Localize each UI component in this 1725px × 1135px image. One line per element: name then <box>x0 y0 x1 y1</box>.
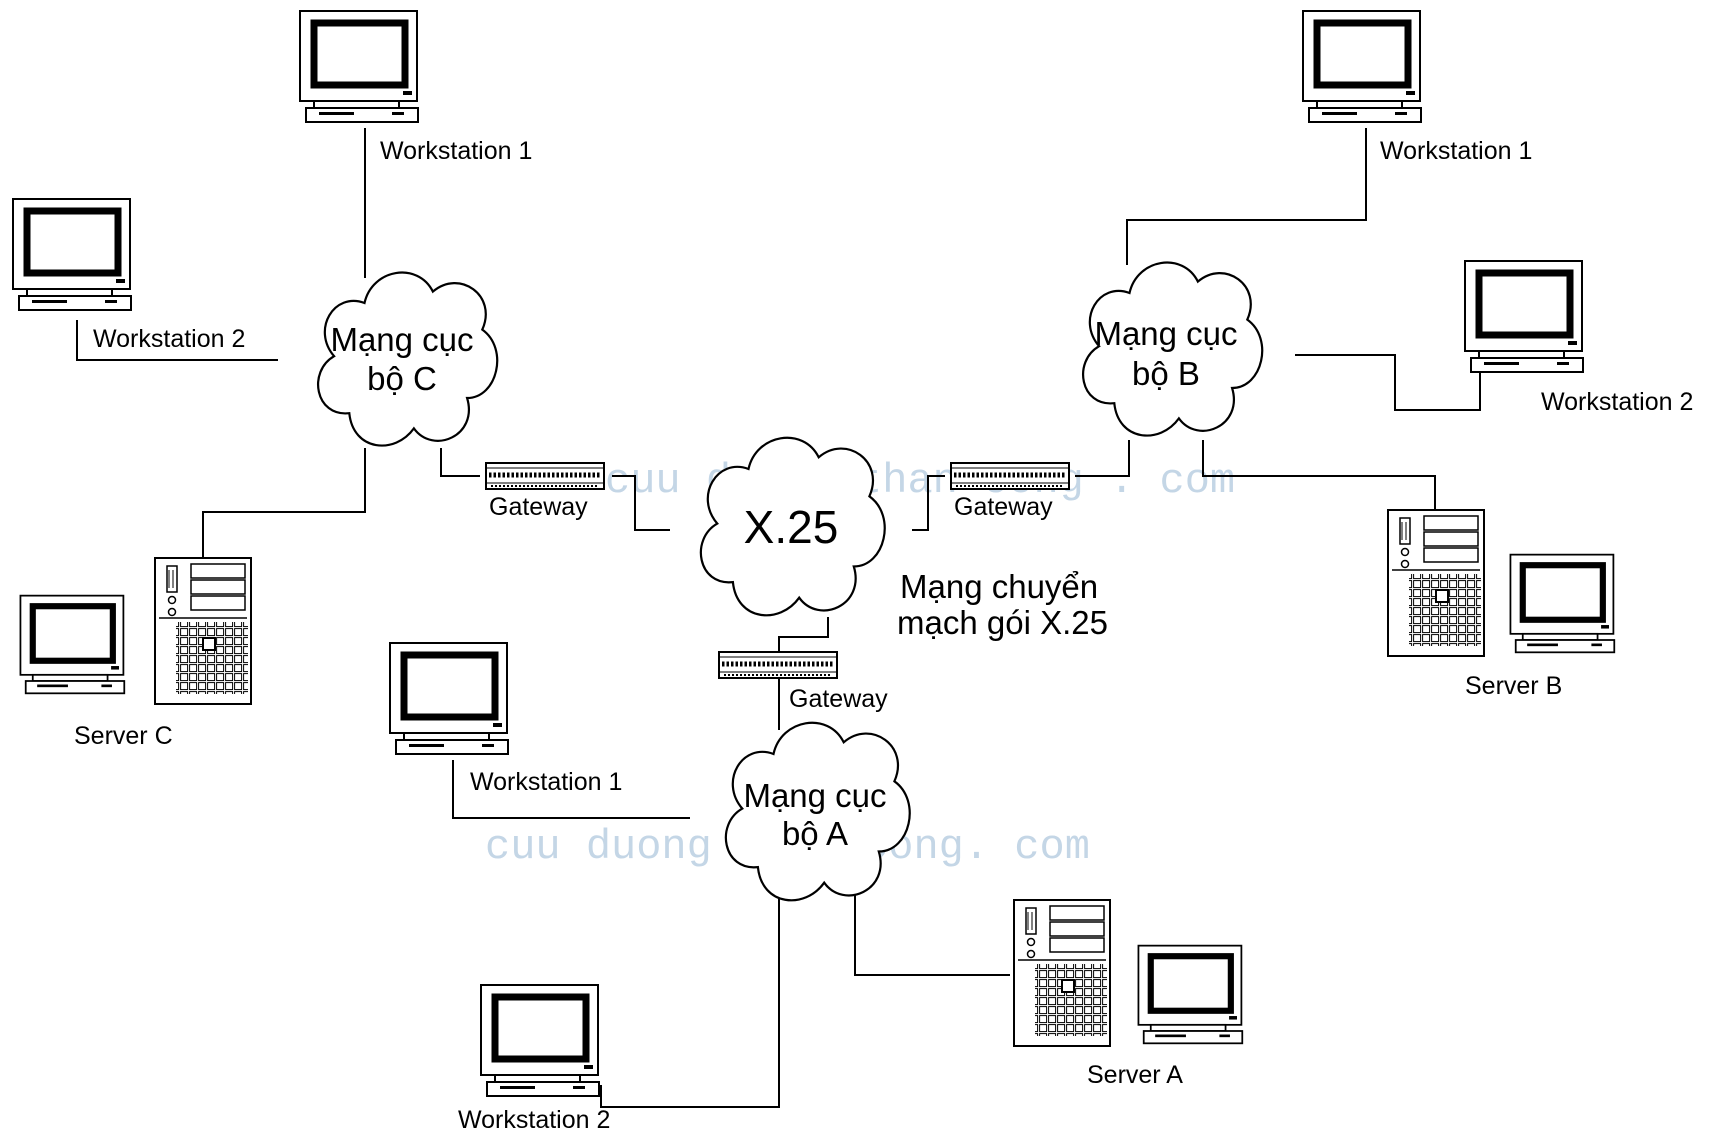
server-b-label: Server B <box>1465 672 1562 700</box>
lan-a-label-line2: bộ A <box>782 815 848 852</box>
server-a-label: Server A <box>1087 1061 1183 1089</box>
wire-gateway-x25-c <box>612 475 670 531</box>
cloud-x25[interactable]: X.25 <box>701 438 885 616</box>
wire-b-ws2 <box>1295 354 1481 411</box>
gateway-device-icon <box>951 463 1069 489</box>
node-b-workstation-2[interactable]: Workstation 2 <box>1465 261 1693 416</box>
cloud-lan-c[interactable]: Mạng cục bộ C <box>318 273 497 446</box>
wire-c-server <box>202 448 366 560</box>
gateway-c[interactable]: Gateway <box>486 463 604 521</box>
node-a-workstation-2[interactable]: Workstation 2 <box>458 985 610 1134</box>
lan-a-label-line1: Mạng cục <box>743 777 886 814</box>
lan-b-label-line2: bộ B <box>1132 355 1200 392</box>
gateway-b-label: Gateway <box>954 493 1053 521</box>
wire-a-server <box>854 878 1010 976</box>
x25-label: X.25 <box>744 501 839 553</box>
workstation-icon <box>481 985 599 1096</box>
workstation-icon <box>1465 261 1583 372</box>
monitor-icon <box>1138 946 1242 1044</box>
lan-b-label-line1: Mạng cục <box>1094 315 1237 352</box>
b-ws1-label: Workstation 1 <box>1380 137 1532 165</box>
server-tower-icon <box>1387 509 1485 657</box>
c-ws2-label: Workstation 2 <box>93 325 245 353</box>
node-server-c[interactable]: Server C <box>20 557 252 750</box>
a-ws2-label: Workstation 2 <box>458 1106 610 1134</box>
node-c-workstation-1[interactable]: Workstation 1 <box>300 11 532 165</box>
wire-a-ws1 <box>452 760 690 819</box>
connection-lines <box>76 128 1481 1108</box>
wire-a-ws2 <box>600 878 780 1108</box>
b-ws2-label: Workstation 2 <box>1541 388 1693 416</box>
gateway-a-label: Gateway <box>789 685 888 713</box>
x25-caption-line1: Mạng chuyển <box>900 568 1098 605</box>
wire-c-ws2 <box>76 320 278 361</box>
wire-b-gateway <box>1075 440 1130 477</box>
watermark-line1: cuu duong than cong . com <box>605 457 1235 505</box>
gateway-b[interactable]: Gateway <box>951 463 1069 521</box>
gateway-device-icon <box>486 463 604 489</box>
c-ws1-label: Workstation 1 <box>380 137 532 165</box>
lan-c-label-line1: Mạng cục <box>330 321 473 358</box>
wire-gateway-x25-b <box>912 475 945 531</box>
workstation-icon <box>13 199 131 310</box>
lan-c-label-line2: bộ C <box>367 360 437 397</box>
monitor-icon <box>20 596 124 694</box>
cloud-lan-a[interactable]: Mạng cục bộ A <box>726 723 910 901</box>
wire-b-ws1 <box>1126 128 1367 265</box>
workstation-icon <box>300 11 418 122</box>
wire-c-gateway <box>440 448 480 477</box>
node-server-a[interactable]: Server A <box>1013 899 1242 1089</box>
server-tower-icon <box>154 557 252 705</box>
monitor-icon <box>1510 555 1614 653</box>
gateway-a[interactable]: Gateway <box>719 652 888 713</box>
node-a-workstation-1[interactable]: Workstation 1 <box>390 643 622 796</box>
gateway-c-label: Gateway <box>489 493 588 521</box>
workstation-icon <box>1303 11 1421 122</box>
cloud-lan-b[interactable]: Mạng cục bộ B <box>1083 263 1262 436</box>
workstation-icon <box>390 643 508 754</box>
server-tower-icon <box>1013 899 1111 1047</box>
node-server-b[interactable]: Server B <box>1387 509 1614 700</box>
node-c-workstation-2[interactable]: Workstation 2 <box>13 199 245 353</box>
gateway-device-icon <box>719 652 837 678</box>
x25-caption-line2: mạch gói X.25 <box>897 604 1108 641</box>
wire-x25-gateway-a <box>778 617 829 652</box>
a-ws1-label: Workstation 1 <box>470 768 622 796</box>
server-c-label: Server C <box>74 722 173 750</box>
node-b-workstation-1[interactable]: Workstation 1 <box>1303 11 1532 165</box>
wire-b-server <box>1202 440 1436 512</box>
